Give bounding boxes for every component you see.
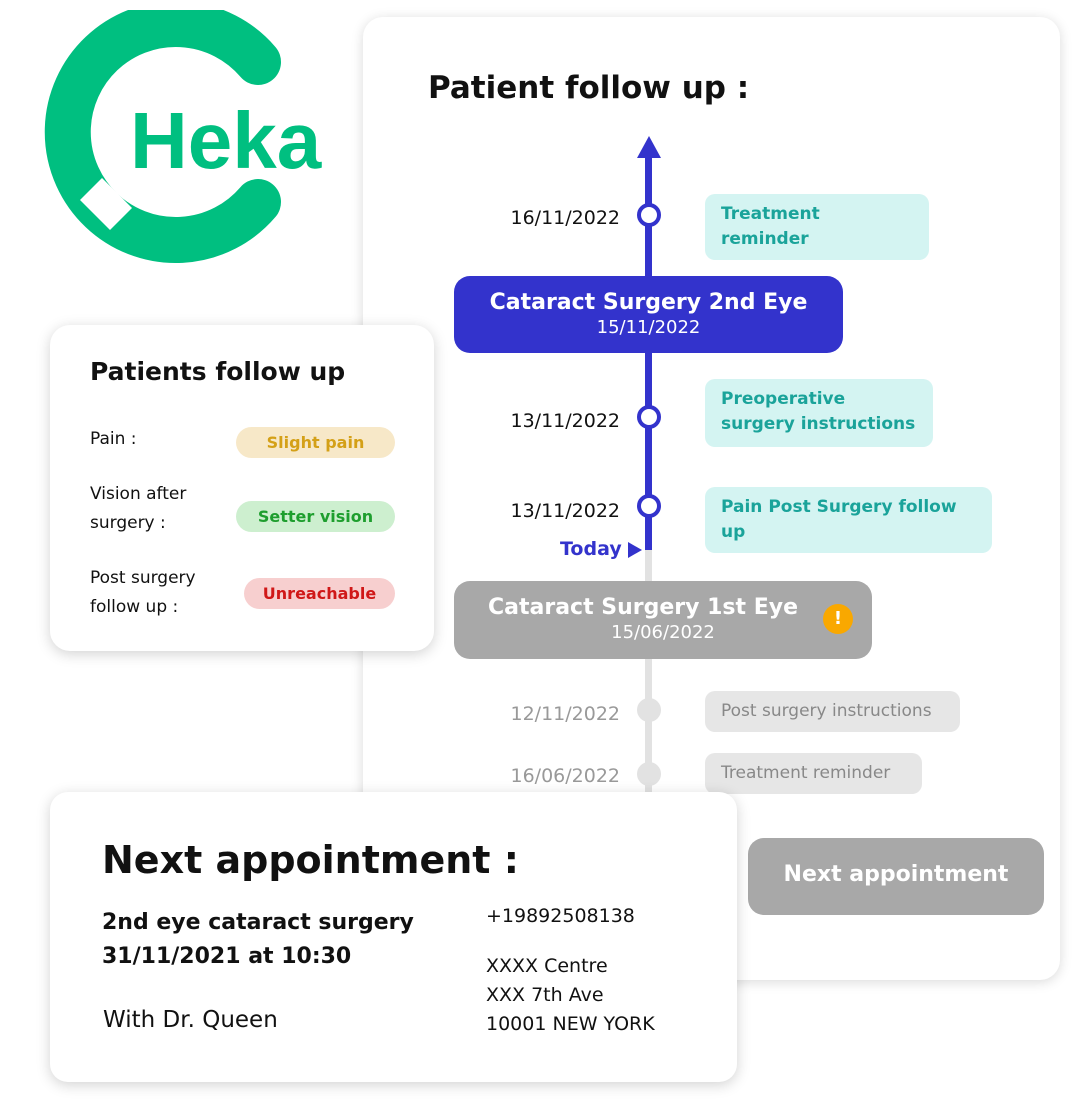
timeline-title: Patient follow up : — [428, 70, 750, 106]
address-line: XXXX Centre — [486, 955, 608, 977]
address-line: 10001 NEW YORK — [486, 1013, 655, 1035]
timeline-date: 13/11/2022 — [510, 500, 620, 522]
timeline-item[interactable]: Treatment reminder — [705, 194, 929, 260]
event-cataract-2nd-eye[interactable]: Cataract Surgery 2nd Eye 15/11/2022 — [454, 276, 843, 353]
event-next-appointment[interactable]: Next appointment — [748, 838, 1044, 915]
vision-label: Vision after surgery : — [90, 484, 187, 533]
event-title: Next appointment — [783, 862, 1009, 887]
timeline-dot — [637, 203, 661, 227]
heka-logo: Heka — [40, 1, 360, 280]
appointment-procedure: 2nd eye cataract surgery — [102, 910, 414, 935]
today-marker-icon — [628, 542, 642, 558]
appointment-address: XXXX Centre XXX 7th Ave 10001 NEW YORK — [486, 952, 655, 1039]
event-cataract-1st-eye[interactable]: Cataract Surgery 1st Eye 15/06/2022 — [454, 581, 872, 659]
timeline-dot — [637, 698, 661, 722]
warning-icon: ! — [823, 604, 853, 634]
card-title: Next appointment : — [102, 838, 519, 882]
event-date: 15/06/2022 — [611, 622, 715, 643]
next-appointment-card: Next appointment : 2nd eye cataract surg… — [50, 792, 737, 1082]
address-line: XXX 7th Ave — [486, 984, 604, 1006]
post-surgery-status-badge: Unreachable — [244, 578, 395, 609]
timeline-date: 13/11/2022 — [510, 410, 620, 432]
event-title: Cataract Surgery 2nd Eye — [489, 290, 808, 315]
vision-status-badge: Setter vision — [236, 501, 395, 532]
timeline-dot — [637, 762, 661, 786]
timeline-item[interactable]: Post surgery instructions — [705, 691, 960, 732]
timeline-date: 16/06/2022 — [510, 765, 620, 787]
card-title: Patients follow up — [90, 357, 346, 386]
timeline-dot — [637, 405, 661, 429]
patients-follow-up-card: Patients follow up Pain : Slight pain Vi… — [50, 325, 434, 651]
pain-label: Pain : — [90, 429, 137, 449]
timeline-date: 16/11/2022 — [510, 207, 620, 229]
appointment-phone[interactable]: +19892508138 — [486, 905, 635, 927]
event-title: Cataract Surgery 1st Eye — [487, 595, 798, 620]
timeline-dot — [637, 494, 661, 518]
timeline-item[interactable]: Preoperative surgery instructions — [705, 379, 933, 447]
arrow-up-icon — [637, 136, 661, 158]
logo-text: Heka — [130, 96, 322, 185]
pain-status-badge: Slight pain — [236, 427, 395, 458]
timeline-item[interactable]: Treatment reminder — [705, 753, 922, 794]
today-label: Today — [560, 538, 622, 560]
appointment-doctor: With Dr. Queen — [103, 1007, 278, 1033]
post-surgery-label: Post surgery follow up : — [90, 568, 196, 617]
timeline-item[interactable]: Pain Post Surgery follow up — [705, 487, 992, 553]
timeline-date: 12/11/2022 — [510, 703, 620, 725]
appointment-datetime: 31/11/2021 at 10:30 — [102, 944, 352, 969]
event-date: 15/11/2022 — [596, 317, 701, 338]
appointment-details: 2nd eye cataract surgery 31/11/2021 at 1… — [102, 906, 414, 974]
